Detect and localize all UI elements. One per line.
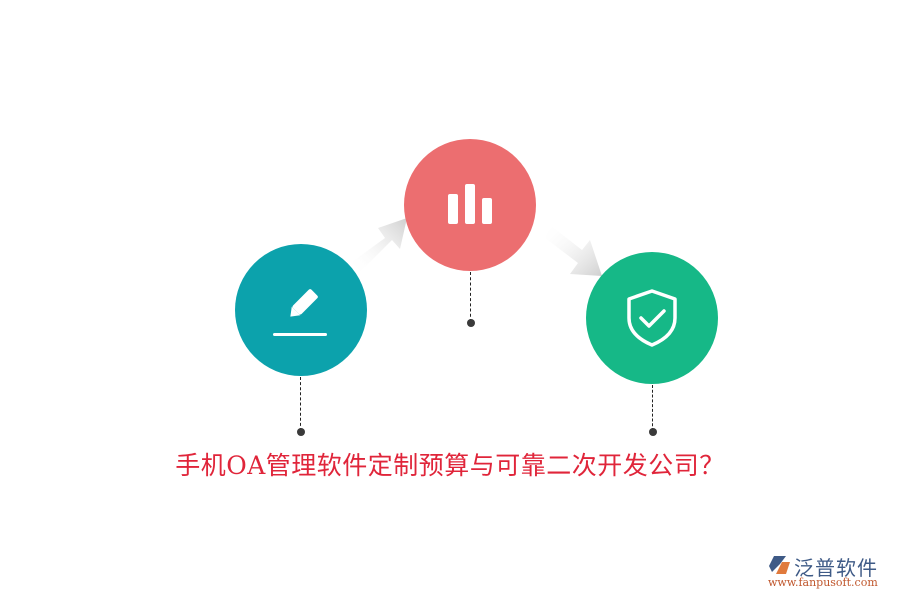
- watermark-url: www.fanpusoft.com: [768, 576, 878, 589]
- shield-node: [586, 252, 718, 384]
- watermark-name: 泛普软件: [794, 556, 878, 580]
- diagram-title: 手机OA管理软件定制预算与可靠二次开发公司？: [175, 451, 725, 480]
- chart-node: [404, 139, 536, 271]
- connector-line: [652, 385, 653, 431]
- connector-line: [300, 377, 301, 431]
- edit-node: [235, 244, 367, 376]
- shield-check-icon: [627, 289, 677, 347]
- bar-chart-icon: [448, 184, 492, 224]
- arrow-down-right-icon: [545, 225, 602, 276]
- connector-dot: [297, 428, 305, 436]
- fanpu-logo-icon: [769, 556, 790, 574]
- connector-dot: [649, 428, 657, 436]
- watermark-logo: 泛普软件 www.fanpusoft.com: [768, 552, 896, 594]
- arrow-up-right-icon: [352, 218, 407, 272]
- connector-line: [470, 272, 471, 322]
- connector-dot: [467, 319, 475, 327]
- pencil-icon: [273, 289, 327, 336]
